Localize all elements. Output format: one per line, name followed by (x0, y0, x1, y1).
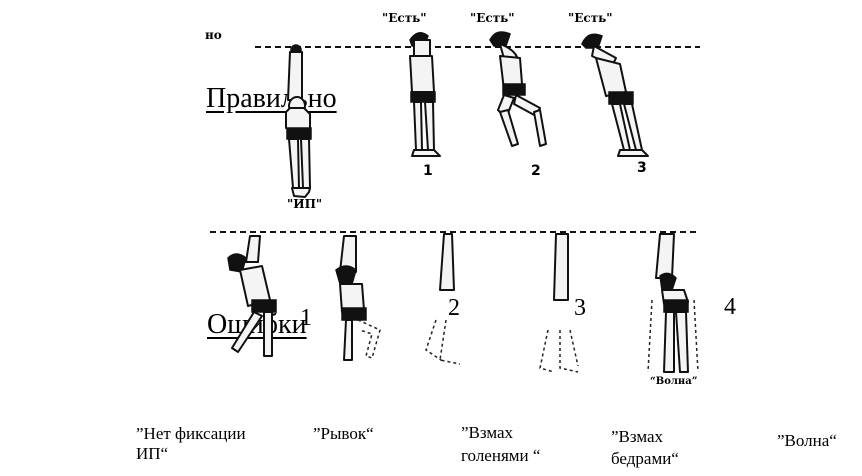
caption-wave: ”Волна“ (777, 431, 837, 451)
figure-error-4 (540, 234, 578, 372)
start-position-label: "ИП" (287, 197, 322, 211)
caption-shin-swing: ”Взмах голенями “ (461, 423, 540, 466)
phase-number-2: 2 (531, 163, 541, 179)
command-label-2: "Есть" (470, 11, 515, 25)
caption-line: ”Взмах (611, 427, 679, 447)
figure-phase-3 (582, 34, 648, 156)
figure-phase-1 (410, 33, 440, 156)
figure-error-2 (336, 236, 380, 360)
error-number-2: 2 (448, 295, 460, 322)
error-number-4: 4 (724, 294, 736, 321)
phase-number-3: 3 (637, 160, 647, 176)
figure-phase-2 (490, 32, 546, 146)
caption-no-fixation: ”Нет фиксации ИП“ (136, 424, 246, 464)
phase-number-1: 1 (423, 163, 433, 179)
caption-line: ИП“ (136, 444, 246, 464)
caption-line: ”Волна“ (777, 431, 837, 451)
caption-line: ”Нет фиксации (136, 424, 246, 444)
command-label-1: "Есть" (382, 11, 427, 25)
corner-text: но (205, 28, 222, 42)
caption-hip-swing: ”Взмах бедрами“ (611, 427, 679, 469)
figure-start-position (286, 45, 311, 197)
caption-line: ”Рывок“ (313, 424, 374, 444)
partial-wave-text: “Волна” (650, 376, 697, 387)
figure-error-1 (228, 236, 276, 356)
command-label-3: "Есть" (568, 11, 613, 25)
caption-jerk: ”Рывок“ (313, 424, 374, 444)
error-number-3: 3 (574, 295, 586, 322)
caption-line: голенями “ (461, 446, 540, 466)
caption-line: ”Взмах (461, 423, 540, 443)
figure-error-5 (648, 234, 698, 372)
error-number-1: 1 (300, 305, 312, 332)
caption-line: бедрами“ (611, 449, 679, 469)
